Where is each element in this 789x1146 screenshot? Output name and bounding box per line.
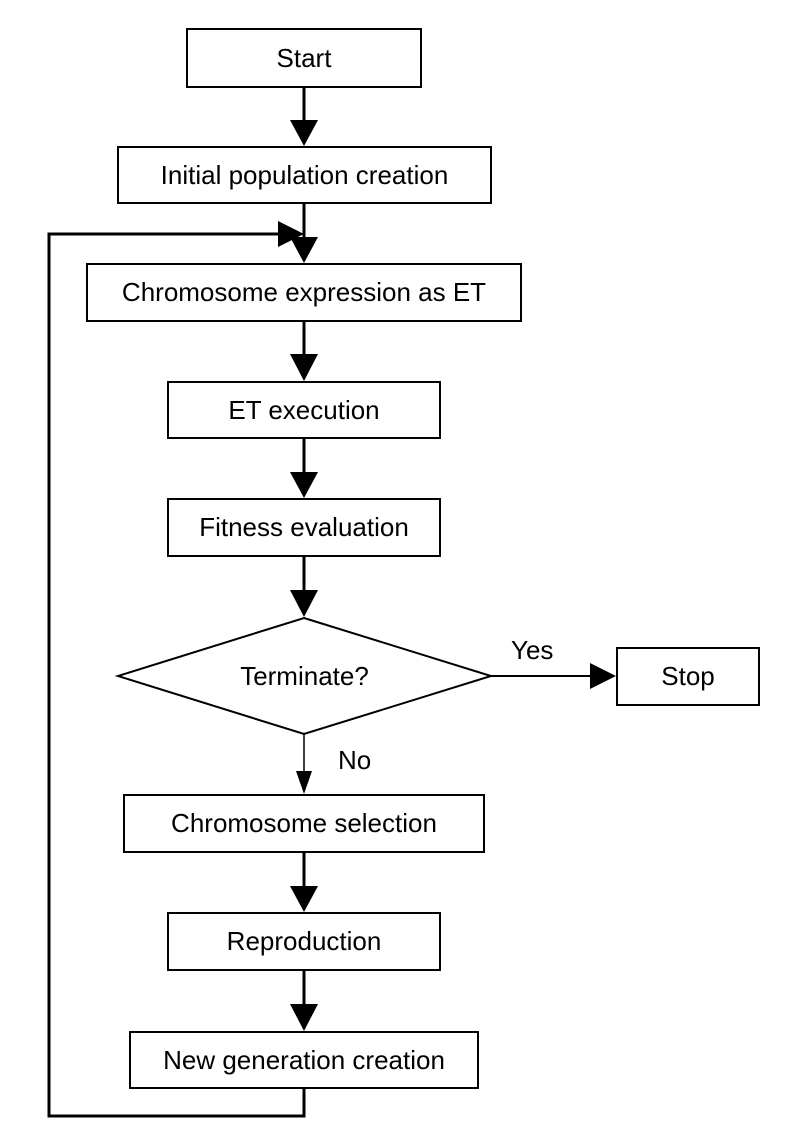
edge-execute-to-fitness: [290, 439, 318, 498]
edge-label-no: No: [338, 745, 372, 775]
node-et-execution: ET execution: [167, 381, 441, 439]
edge-fitness-to-terminate: [290, 557, 318, 617]
edge-express-to-execute: [290, 322, 318, 381]
node-new-generation: New generation creation: [129, 1031, 479, 1089]
edge-label-yes: Yes: [511, 635, 554, 665]
node-fitness-evaluation: Fitness evaluation: [167, 498, 441, 557]
node-chromosome-selection: Chromosome selection: [123, 794, 485, 853]
edge-terminate-to-selection: [296, 734, 312, 794]
edge-init-to-express: [290, 204, 318, 263]
edge-start-to-init: [290, 88, 318, 146]
decision-terminate-label: Terminate?: [240, 660, 369, 691]
edge-selection-to-reproduction: [290, 853, 318, 912]
edge-loop-back: [47, 221, 306, 1118]
edge-terminate-to-stop: [491, 663, 616, 689]
edge-reproduction-to-newgen: [290, 971, 318, 1031]
node-chromosome-expression: Chromosome expression as ET: [86, 263, 522, 322]
node-start: Start: [186, 28, 422, 88]
node-reproduction: Reproduction: [167, 912, 441, 971]
node-initial-population: Initial population creation: [117, 146, 492, 204]
node-stop: Stop: [616, 647, 760, 706]
